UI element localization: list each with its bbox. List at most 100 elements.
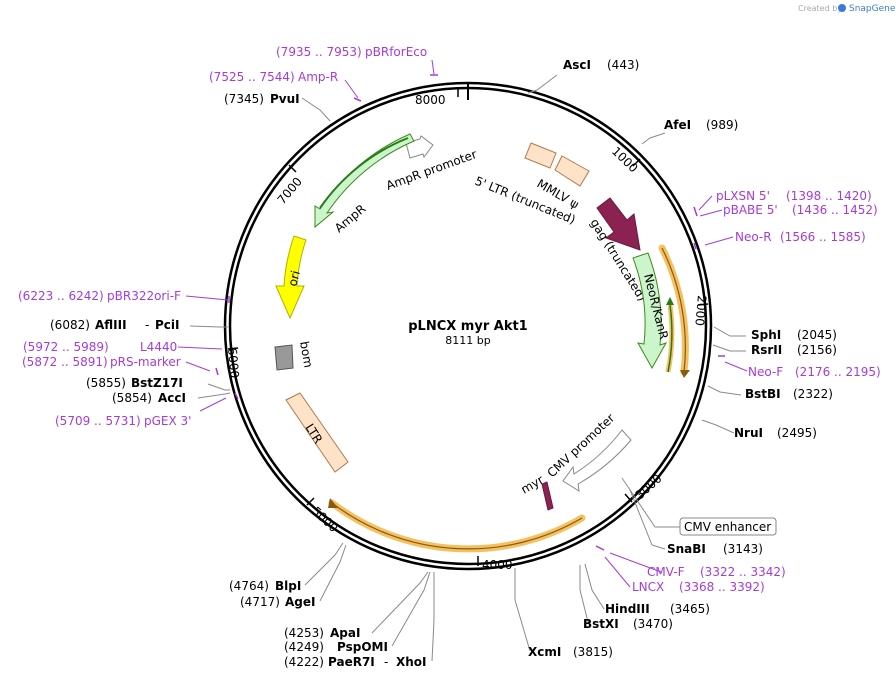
orf-line-akt xyxy=(331,502,583,550)
tick-8000: 8000 xyxy=(415,87,459,107)
svg-text:PspOMI: PspOMI xyxy=(337,640,388,654)
tick-2000: 2000 xyxy=(692,295,709,327)
feature-myr: myr xyxy=(519,473,554,511)
site-paeR7I-xhoI: (4222) PaeR7I - XhoI xyxy=(284,655,427,669)
svg-text:(2322): (2322) xyxy=(793,387,833,401)
svg-text:XhoI: XhoI xyxy=(396,655,427,669)
plasmid-size: 8111 bp xyxy=(445,334,490,347)
svg-text:6000: 6000 xyxy=(225,347,242,379)
site-aflIII-pciI: (6082) AflIII - PciI xyxy=(50,318,180,332)
backbone xyxy=(223,81,713,571)
svg-text:CMV enhancer: CMV enhancer xyxy=(684,520,771,534)
svg-text:Neo-R: Neo-R xyxy=(735,230,772,244)
svg-text:Neo-F: Neo-F xyxy=(748,365,783,379)
svg-text:(989): (989) xyxy=(706,118,738,132)
svg-text:(5872 .. 5891): (5872 .. 5891) xyxy=(22,355,108,369)
svg-text:XcmI: XcmI xyxy=(528,645,561,659)
feature-bom: bom xyxy=(274,340,315,371)
primer-l4440: (5972 .. 5989)L4440 xyxy=(23,340,177,354)
svg-text:pGEX 3': pGEX 3' xyxy=(144,414,191,428)
feature-cmv-promoter: CMV promoter xyxy=(544,411,632,492)
svg-text:(4253): (4253) xyxy=(284,626,324,640)
svg-text:(2495): (2495) xyxy=(777,426,817,440)
svg-text:pRS-marker: pRS-marker xyxy=(110,355,181,369)
orf-highlights xyxy=(328,244,690,553)
tick-4000: 4000 xyxy=(477,556,513,572)
primer-pbrforeco: (7935 .. 7953)pBRforEco xyxy=(276,45,427,59)
svg-text:NruI: NruI xyxy=(734,426,763,440)
svg-text:ori: ori xyxy=(285,269,303,288)
snapgene-logo: SnapGene xyxy=(838,4,896,14)
svg-text:CMV-F: CMV-F xyxy=(647,565,685,579)
svg-text:-: - xyxy=(145,318,149,332)
feature-gag: gag (truncated) xyxy=(587,197,649,304)
svg-text:SphI: SphI xyxy=(751,328,781,342)
site-xcmI: XcmI (3815) xyxy=(528,645,613,659)
tick-6000: 6000 xyxy=(225,347,242,379)
site-nruI: NruI (2495) xyxy=(734,426,817,440)
primer-cmv-f: CMV-F (3322 .. 3342) xyxy=(647,565,786,579)
svg-text:AflIII: AflIII xyxy=(95,318,127,332)
svg-text:8000: 8000 xyxy=(415,93,446,107)
site-afeI: AfeI (989) xyxy=(664,118,738,132)
feature-cmv-enhancer: CMV enhancer xyxy=(621,477,777,536)
svg-text:AfeI: AfeI xyxy=(664,118,691,132)
svg-text:HindIII: HindIII xyxy=(605,602,650,616)
site-leaders xyxy=(189,74,746,662)
svg-text:(1398 .. 1420): (1398 .. 1420) xyxy=(786,189,872,203)
svg-text:pBR322ori-F: pBR322ori-F xyxy=(107,289,181,303)
orf-arrowhead-neo xyxy=(680,370,690,378)
svg-text:(7525 .. 7544): (7525 .. 7544) xyxy=(209,70,295,84)
svg-text:(3815): (3815) xyxy=(573,645,613,659)
tick-3000: 3000 xyxy=(624,471,665,503)
svg-text:(3322 .. 3342): (3322 .. 3342) xyxy=(700,565,786,579)
svg-text:SnaBI: SnaBI xyxy=(667,542,706,556)
site-ascI: AscI(443) xyxy=(563,58,639,72)
feature-ori: ori xyxy=(275,235,307,320)
svg-text:(3470): (3470) xyxy=(633,617,673,631)
svg-text:(5972 .. 5989): (5972 .. 5989) xyxy=(23,340,109,354)
site-accI: (5854)AccI xyxy=(112,391,186,405)
site-blpI: (4764) BlpI xyxy=(229,579,301,593)
svg-text:BlpI: BlpI xyxy=(275,579,301,593)
svg-text:2000: 2000 xyxy=(692,295,709,327)
svg-text:(3368 .. 3392): (3368 .. 3392) xyxy=(679,580,765,594)
orf-arrowhead-inner xyxy=(666,297,674,305)
svg-text:(443): (443) xyxy=(607,58,639,72)
svg-text:myr: myr xyxy=(519,473,547,497)
primer-neo-f: Neo-F (2176 .. 2195) xyxy=(748,365,881,379)
feature-neor: NeoR/KanR xyxy=(632,252,671,370)
svg-text:pBABE 5': pBABE 5' xyxy=(723,203,778,217)
primer-pbabe5: pBABE 5' (1436 .. 1452) xyxy=(723,203,878,217)
svg-text:BstZ17I: BstZ17I xyxy=(131,376,183,390)
svg-text:PaeR7I: PaeR7I xyxy=(328,655,375,669)
site-bstXI: BstXI (3470) xyxy=(583,617,673,631)
svg-text:(7345): (7345) xyxy=(224,92,264,106)
svg-text:BstBI: BstBI xyxy=(745,387,781,401)
svg-text:(1436 .. 1452): (1436 .. 1452) xyxy=(792,203,878,217)
svg-text:(4764): (4764) xyxy=(229,579,269,593)
site-pvuI: (7345) PvuI xyxy=(224,92,300,106)
svg-text:PciI: PciI xyxy=(155,318,180,332)
site-hindIII: HindIII(3465) xyxy=(605,602,710,616)
primer-labels: (7935 .. 7953)pBRforEco (7525 .. 7544)Am… xyxy=(18,45,881,594)
primer-lncx: LNCX(3368 .. 3392) xyxy=(632,580,765,594)
svg-text:(5854): (5854) xyxy=(112,391,152,405)
svg-text:Amp-R: Amp-R xyxy=(298,70,338,84)
created-by-label: Created by xyxy=(798,4,842,13)
svg-text:(6082): (6082) xyxy=(50,318,90,332)
svg-text:-: - xyxy=(384,655,388,669)
primer-pgex3: (5709 .. 5731)pGEX 3' xyxy=(55,414,191,428)
primer-plxsn5: pLXSN 5'(1398 .. 1420) xyxy=(716,189,872,203)
site-ageI: (4717)AgeI xyxy=(240,595,315,609)
orf-arrowhead-akt xyxy=(328,498,338,508)
svg-text:PvuI: PvuI xyxy=(270,92,300,106)
svg-text:(2156): (2156) xyxy=(797,343,837,357)
primer-neo-r: Neo-R(1566 .. 1585) xyxy=(735,230,866,244)
svg-text:RsrII: RsrII xyxy=(751,343,782,357)
svg-text:(2176 .. 2195): (2176 .. 2195) xyxy=(795,365,881,379)
primer-prs-marker: (5872 .. 5891)pRS-marker xyxy=(22,355,181,369)
svg-text:BstXI: BstXI xyxy=(583,617,619,631)
svg-text:(4717): (4717) xyxy=(240,595,280,609)
